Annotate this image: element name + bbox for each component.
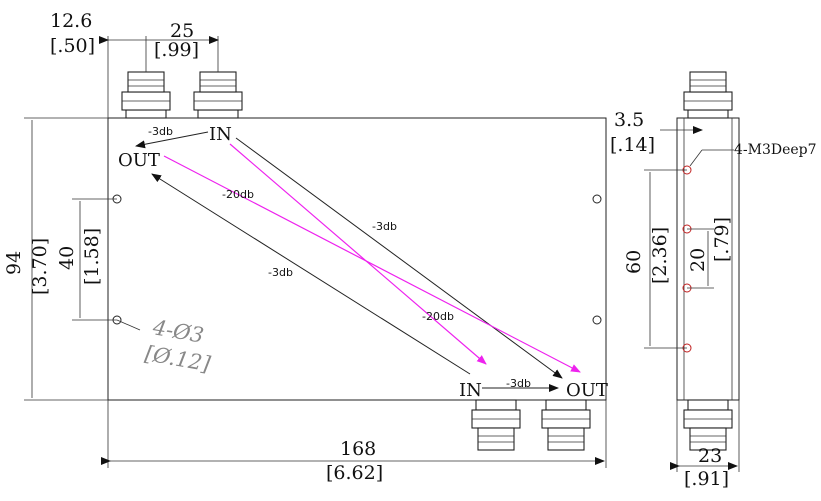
port-in-top: IN — [209, 124, 232, 145]
dim-94-mm: 94 — [3, 251, 25, 275]
mounting-hole-tr — [592, 194, 602, 204]
path-top-coupling — [135, 131, 209, 149]
dim-25-in: [.99] — [154, 39, 199, 61]
dim-12-6-mm: 12.6 — [50, 10, 92, 32]
path-diagonal-right — [235, 137, 563, 379]
label-bottom-coupling: -3db — [506, 377, 531, 390]
dim-40-in: [1.58] — [81, 228, 103, 285]
dim-60-mm: 60 — [623, 250, 645, 274]
port-out-top: OUT — [118, 150, 160, 171]
label-diagonal-right: -3db — [372, 220, 397, 233]
label-isolation-b: -20db — [422, 310, 454, 323]
dim-60-in: [2.36] — [649, 227, 671, 284]
label-isolation-a: -20db — [222, 188, 254, 201]
path-diagonal-left — [151, 173, 471, 375]
dim-3-5-in: [.14] — [610, 134, 655, 156]
dim-94-in: [3.70] — [29, 238, 51, 295]
connector-side-bottom — [683, 399, 733, 451]
port-out-bottom: OUT — [566, 380, 608, 401]
dim-168-mm: 168 — [340, 438, 376, 460]
connector-bottom-left — [471, 399, 521, 451]
mounting-hole-br — [592, 315, 602, 325]
dim-23-mm: 23 — [698, 445, 722, 467]
dim-23-in: [.91] — [684, 468, 729, 490]
connector-top-left — [121, 71, 171, 119]
connector-bottom-right — [541, 399, 591, 451]
path-isolation-a — [163, 155, 581, 373]
dim-25-mm: 25 — [170, 20, 194, 42]
connector-top-right — [193, 71, 243, 119]
housing-front-view — [107, 117, 607, 401]
dim-3-5-mm: 3.5 — [614, 109, 644, 131]
dim-20-mm: 20 — [687, 248, 709, 272]
dim-12-6-in: [.50] — [50, 35, 95, 57]
connector-side-top — [683, 71, 733, 119]
label-diagonal-left: -3db — [268, 266, 293, 279]
label-top-coupling: -3db — [148, 125, 173, 138]
thread-note: 4-M3Deep7 — [734, 142, 817, 158]
dim-40-mm: 40 — [56, 246, 78, 270]
dim-168-in: [6.62] — [326, 462, 383, 484]
dim-20-in: [.79] — [711, 217, 733, 262]
path-isolation-b — [229, 143, 487, 365]
hole-note-size-in: [Ø.12] — [143, 341, 213, 376]
port-in-bottom: IN — [459, 380, 482, 401]
